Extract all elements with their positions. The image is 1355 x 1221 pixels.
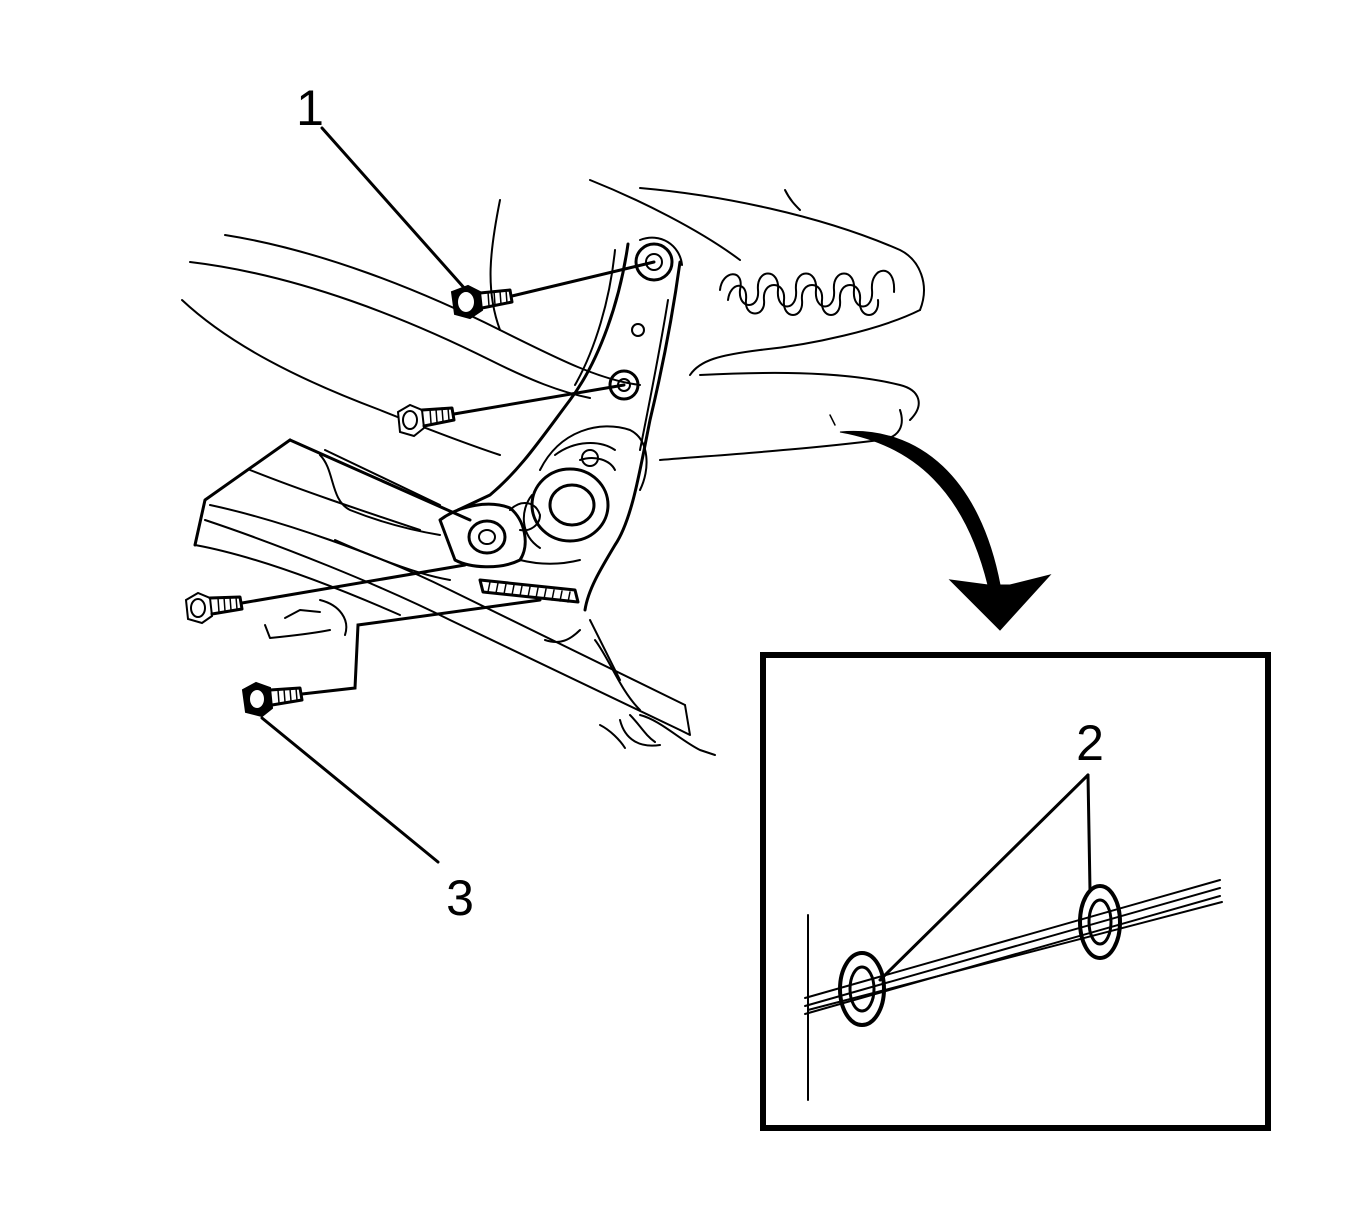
callout-label-1: 1 xyxy=(296,80,324,136)
seat-spring xyxy=(719,269,896,316)
bolt-middle xyxy=(396,383,626,438)
seat-cushion-outline xyxy=(181,179,925,461)
callout-leaders xyxy=(260,126,468,864)
threaded-rod xyxy=(478,578,580,604)
recliner-cam-plate xyxy=(438,502,581,569)
seat-track-rail xyxy=(193,438,716,756)
recliner-hinge-arm xyxy=(456,236,683,612)
detail-inset xyxy=(760,652,1271,1131)
detail-arrow xyxy=(839,430,1052,631)
callout-label-2: 2 xyxy=(1076,715,1104,771)
bolt-upper xyxy=(450,260,656,320)
bolt-lower-left xyxy=(184,563,467,625)
bolt-lower xyxy=(241,598,542,718)
seal-grommet-right xyxy=(1078,884,1122,960)
hinge-pivot-boss xyxy=(509,449,616,549)
callout-label-3: 3 xyxy=(446,870,474,926)
seal-grommet-left xyxy=(838,951,886,1027)
